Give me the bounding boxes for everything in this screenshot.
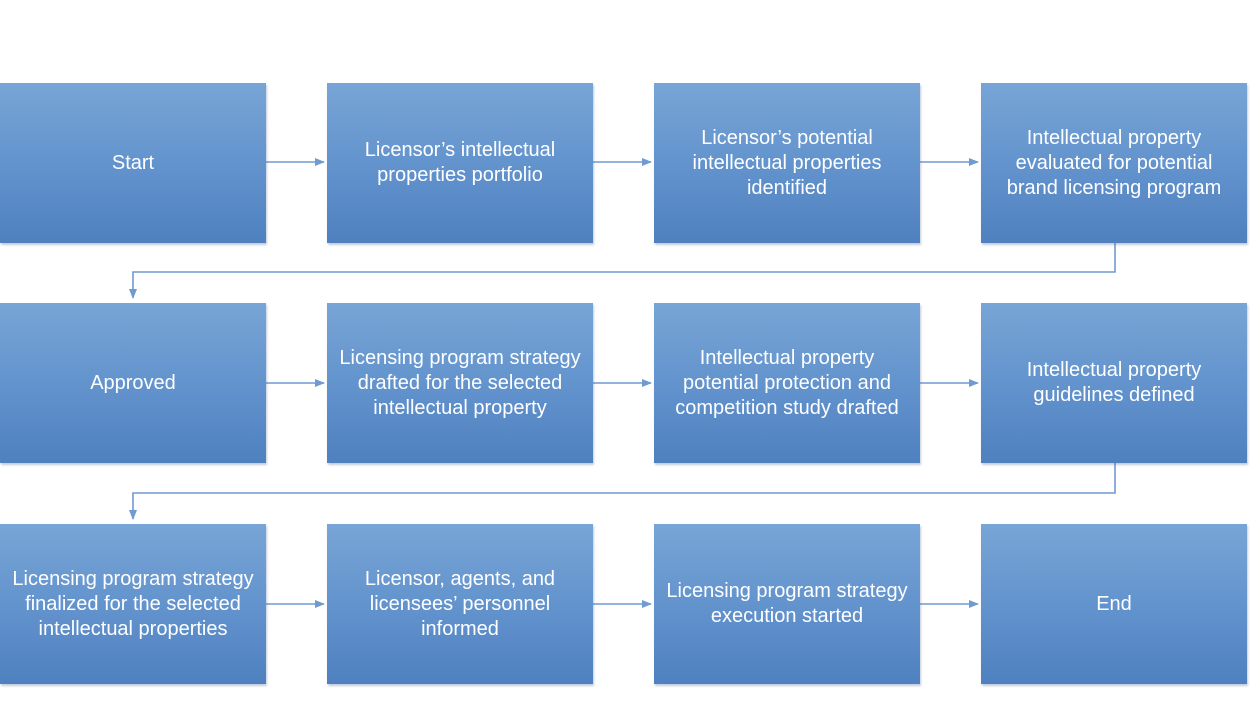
arrow-evaluated-to-approved: [129, 242, 1116, 299]
box-label: Intellectual property potential protecti…: [675, 346, 899, 419]
box-label: Licensor’s potential intellectual proper…: [692, 126, 882, 199]
arrow-guidelines-to-finalized: [129, 463, 1116, 520]
box-protection-study-drafted: Intellectual property potential protecti…: [654, 303, 920, 463]
box-label: Licensor, agents, and licensees’ personn…: [364, 567, 556, 640]
box-start: Start: [0, 83, 266, 243]
box-label: Licensing program strategy finalized for…: [12, 567, 254, 640]
box-property-evaluated: Intellectual property evaluated for pote…: [981, 83, 1247, 243]
box-label: Licensing program strategy drafted for t…: [339, 346, 581, 419]
box-execution-started: Licensing program strategy execution sta…: [654, 524, 920, 684]
box-label: Start: [111, 151, 155, 174]
box-label: Licensor’s intellectual properties portf…: [364, 139, 556, 186]
box-personnel-informed: Licensor, agents, and licensees’ personn…: [327, 524, 593, 684]
box-label: Intellectual property guidelines defined: [1026, 359, 1202, 406]
box-guidelines-defined: Intellectual property guidelines defined: [981, 303, 1247, 463]
box-properties-identified: Licensor’s potential intellectual proper…: [654, 83, 920, 243]
box-end: End: [981, 524, 1247, 684]
box-strategy-drafted: Licensing program strategy drafted for t…: [327, 303, 593, 463]
box-label: Licensing program strategy execution sta…: [666, 580, 908, 627]
box-strategy-finalized: Licensing program strategy finalized for…: [0, 524, 266, 684]
box-label: End: [1096, 592, 1132, 615]
box-label: Intellectual property evaluated for pote…: [1006, 126, 1222, 199]
box-licensor-portfolio: Licensor’s intellectual properties portf…: [327, 83, 593, 243]
box-label: Approved: [90, 371, 176, 394]
box-approved: Approved: [0, 303, 266, 463]
